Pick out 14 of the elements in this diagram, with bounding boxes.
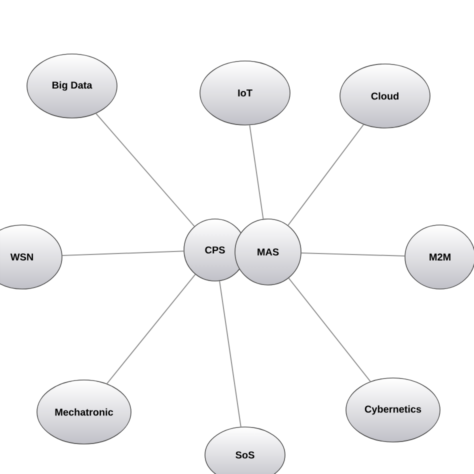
connector-line	[288, 278, 371, 382]
connector-line	[62, 250, 184, 256]
connector-line	[249, 124, 264, 220]
ellipse-node: Big Data	[26, 54, 118, 118]
ellipse-node: Cloud	[340, 64, 430, 128]
connector-line	[300, 252, 406, 256]
ellipse-node: IoT	[200, 60, 290, 126]
connector-line	[288, 124, 364, 226]
ellipse-node: Mechatronic	[36, 380, 132, 444]
connector-line	[106, 274, 196, 384]
connector-line	[95, 113, 195, 227]
connector-line	[219, 280, 242, 428]
circle-node: MAS	[234, 218, 302, 286]
ellipse-node: Cybernetics	[346, 378, 440, 442]
